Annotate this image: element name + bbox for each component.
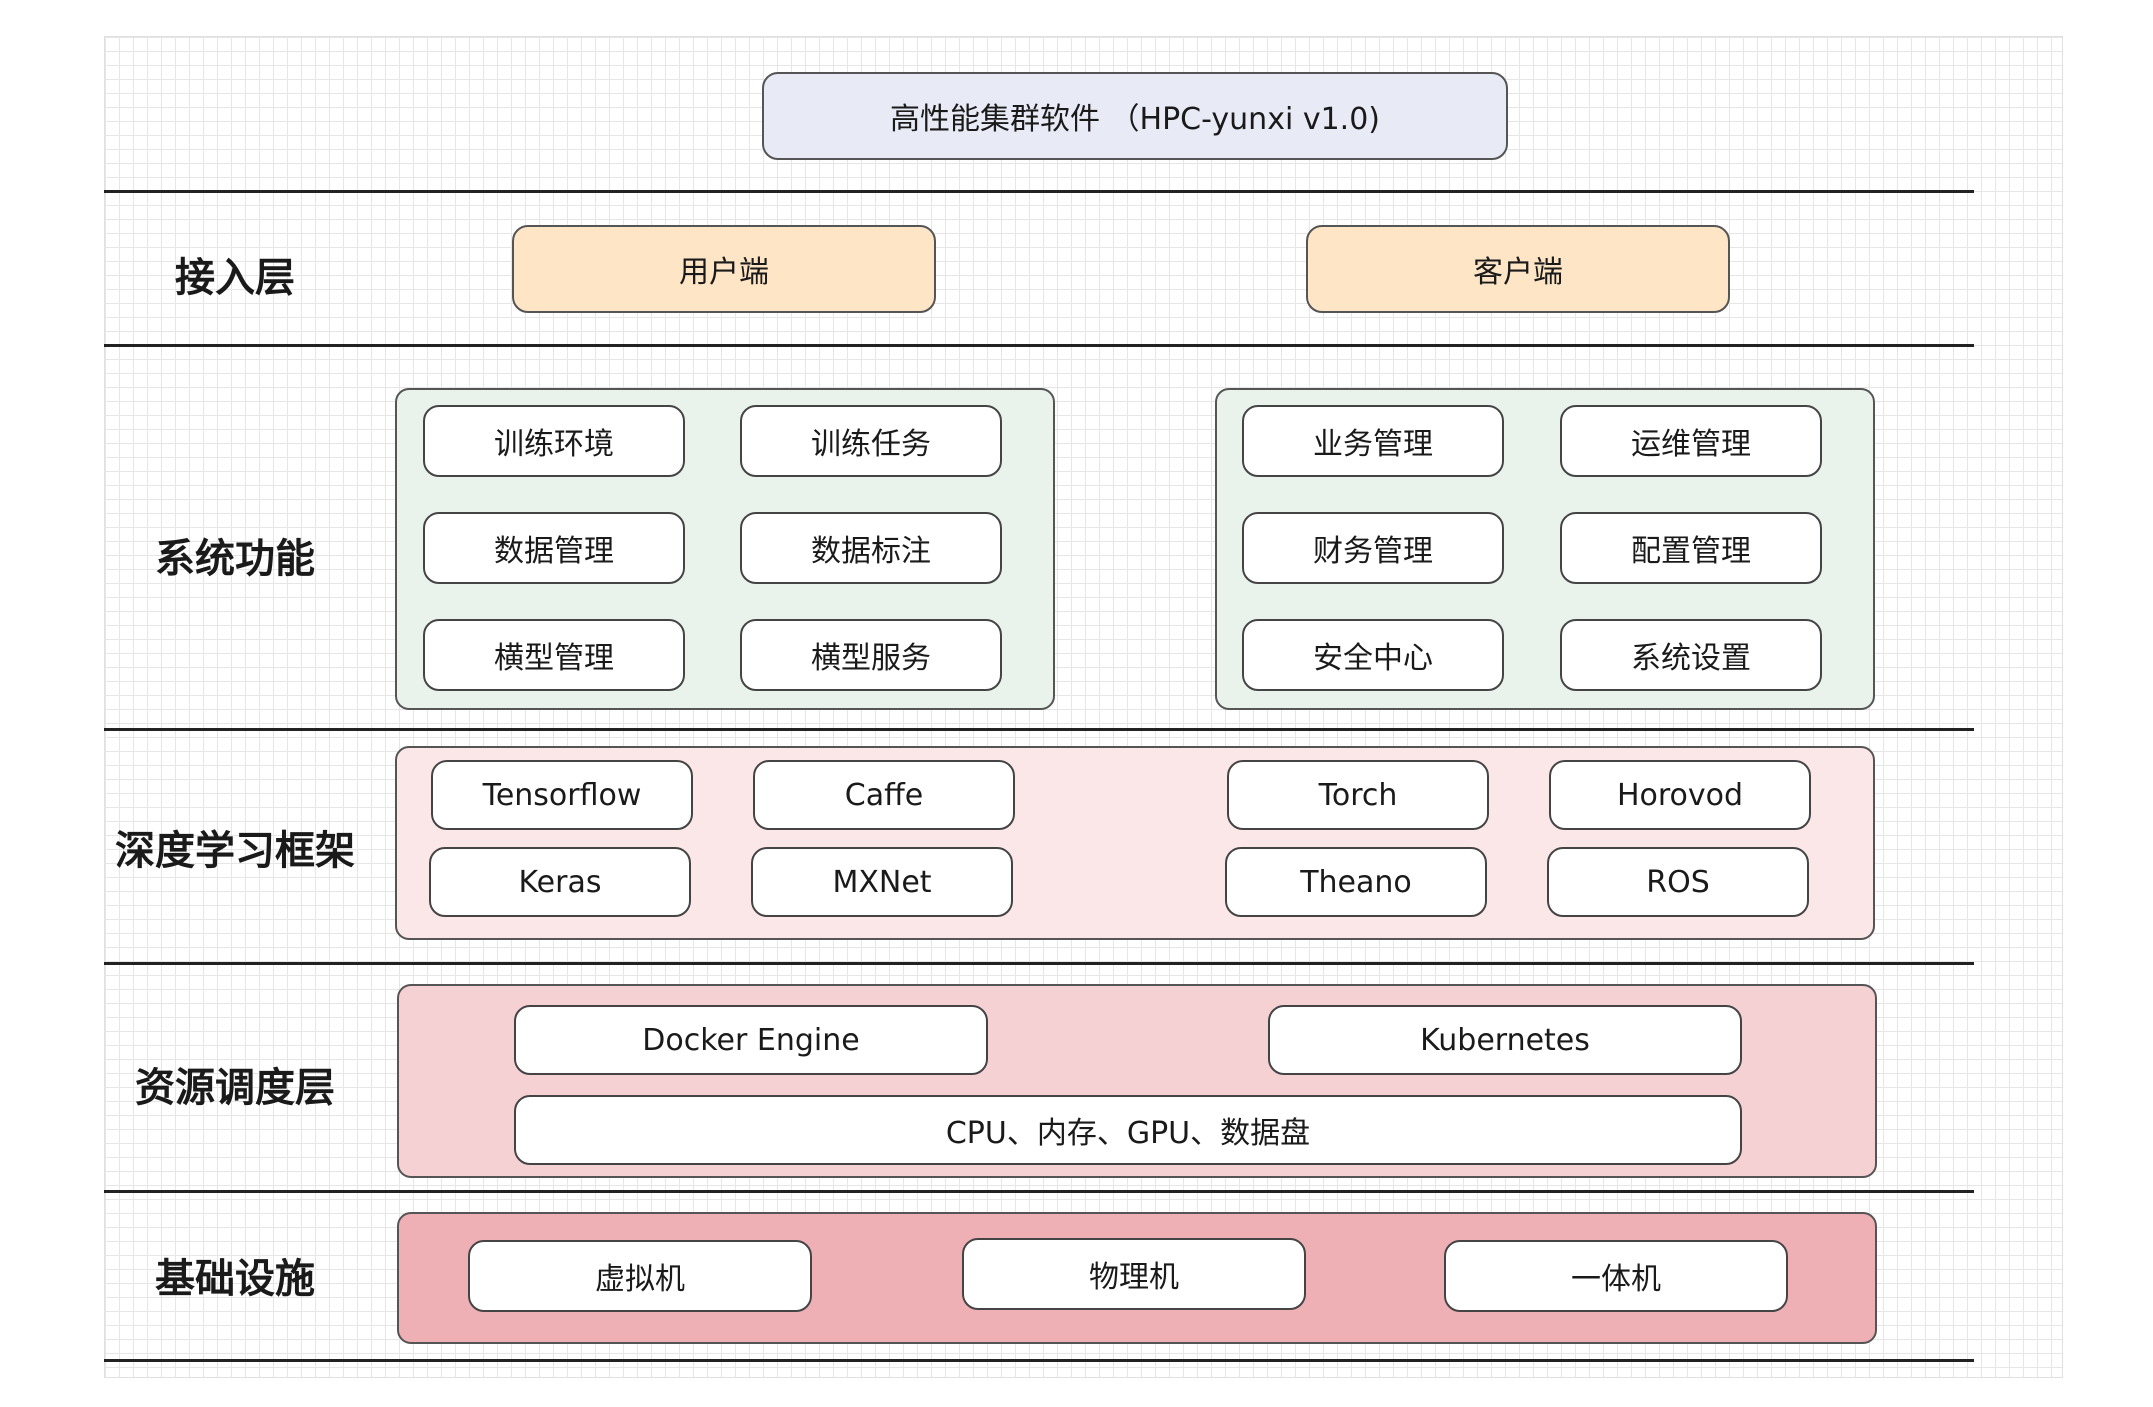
- function-config-management: 配置管理: [1560, 512, 1822, 584]
- layer-label-infrastructure: 基础设施: [155, 1256, 315, 1302]
- framework-theano: Theano: [1225, 847, 1487, 917]
- framework-ros: ROS: [1547, 847, 1809, 917]
- layer-label-access: 接入层: [175, 255, 295, 301]
- framework-caffe: Caffe: [753, 760, 1015, 830]
- function-training-task: 训练任务: [740, 405, 1002, 477]
- separator-6: [104, 1359, 1974, 1362]
- function-training-env: 训练环境: [423, 405, 685, 477]
- infra-all-in-one: 一体机: [1444, 1240, 1788, 1312]
- function-system-settings: 系统设置: [1560, 619, 1822, 691]
- access-user-end: 用户端: [512, 225, 936, 313]
- function-model-service: 横型服务: [740, 619, 1002, 691]
- framework-mxnet: MXNet: [751, 847, 1013, 917]
- infra-virtual-machine: 虚拟机: [468, 1240, 812, 1312]
- separator-5: [104, 1190, 1974, 1193]
- scheduling-resources: CPU、内存、GPU、数据盘: [514, 1095, 1742, 1165]
- diagram-title: 高性能集群软件 （HPC-yunxi v1.0): [762, 72, 1508, 160]
- scheduling-docker-engine: Docker Engine: [514, 1005, 988, 1075]
- function-ops-management: 运维管理: [1560, 405, 1822, 477]
- separator-2: [104, 344, 1974, 347]
- function-finance-management: 财务管理: [1242, 512, 1504, 584]
- function-business-management: 业务管理: [1242, 405, 1504, 477]
- infra-physical-machine: 物理机: [962, 1238, 1306, 1310]
- framework-torch: Torch: [1227, 760, 1489, 830]
- function-data-labeling: 数据标注: [740, 512, 1002, 584]
- layer-label-functions: 系统功能: [155, 536, 315, 582]
- separator-3: [104, 728, 1974, 731]
- scheduling-kubernetes: Kubernetes: [1268, 1005, 1742, 1075]
- function-data-management: 数据管理: [423, 512, 685, 584]
- separator-4: [104, 962, 1974, 965]
- framework-tensorflow: Tensorflow: [431, 760, 693, 830]
- layer-label-frameworks: 深度学习框架: [115, 828, 355, 874]
- access-client-end: 客户端: [1306, 225, 1730, 313]
- framework-horovod: Horovod: [1549, 760, 1811, 830]
- layer-label-scheduling: 资源调度层: [135, 1065, 335, 1111]
- function-security-center: 安全中心: [1242, 619, 1504, 691]
- separator-1: [104, 190, 1974, 193]
- function-model-management: 横型管理: [423, 619, 685, 691]
- framework-keras: Keras: [429, 847, 691, 917]
